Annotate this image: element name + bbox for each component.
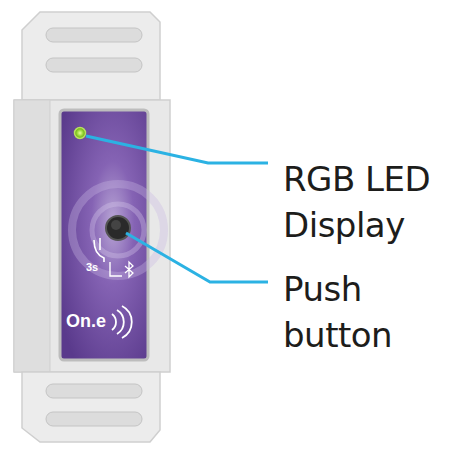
callout-label: RGB LED Display (283, 156, 451, 248)
callout-label: Push button (283, 266, 451, 358)
timing-mark: 3s (86, 261, 98, 273)
brand-logo: On.e (66, 312, 106, 332)
